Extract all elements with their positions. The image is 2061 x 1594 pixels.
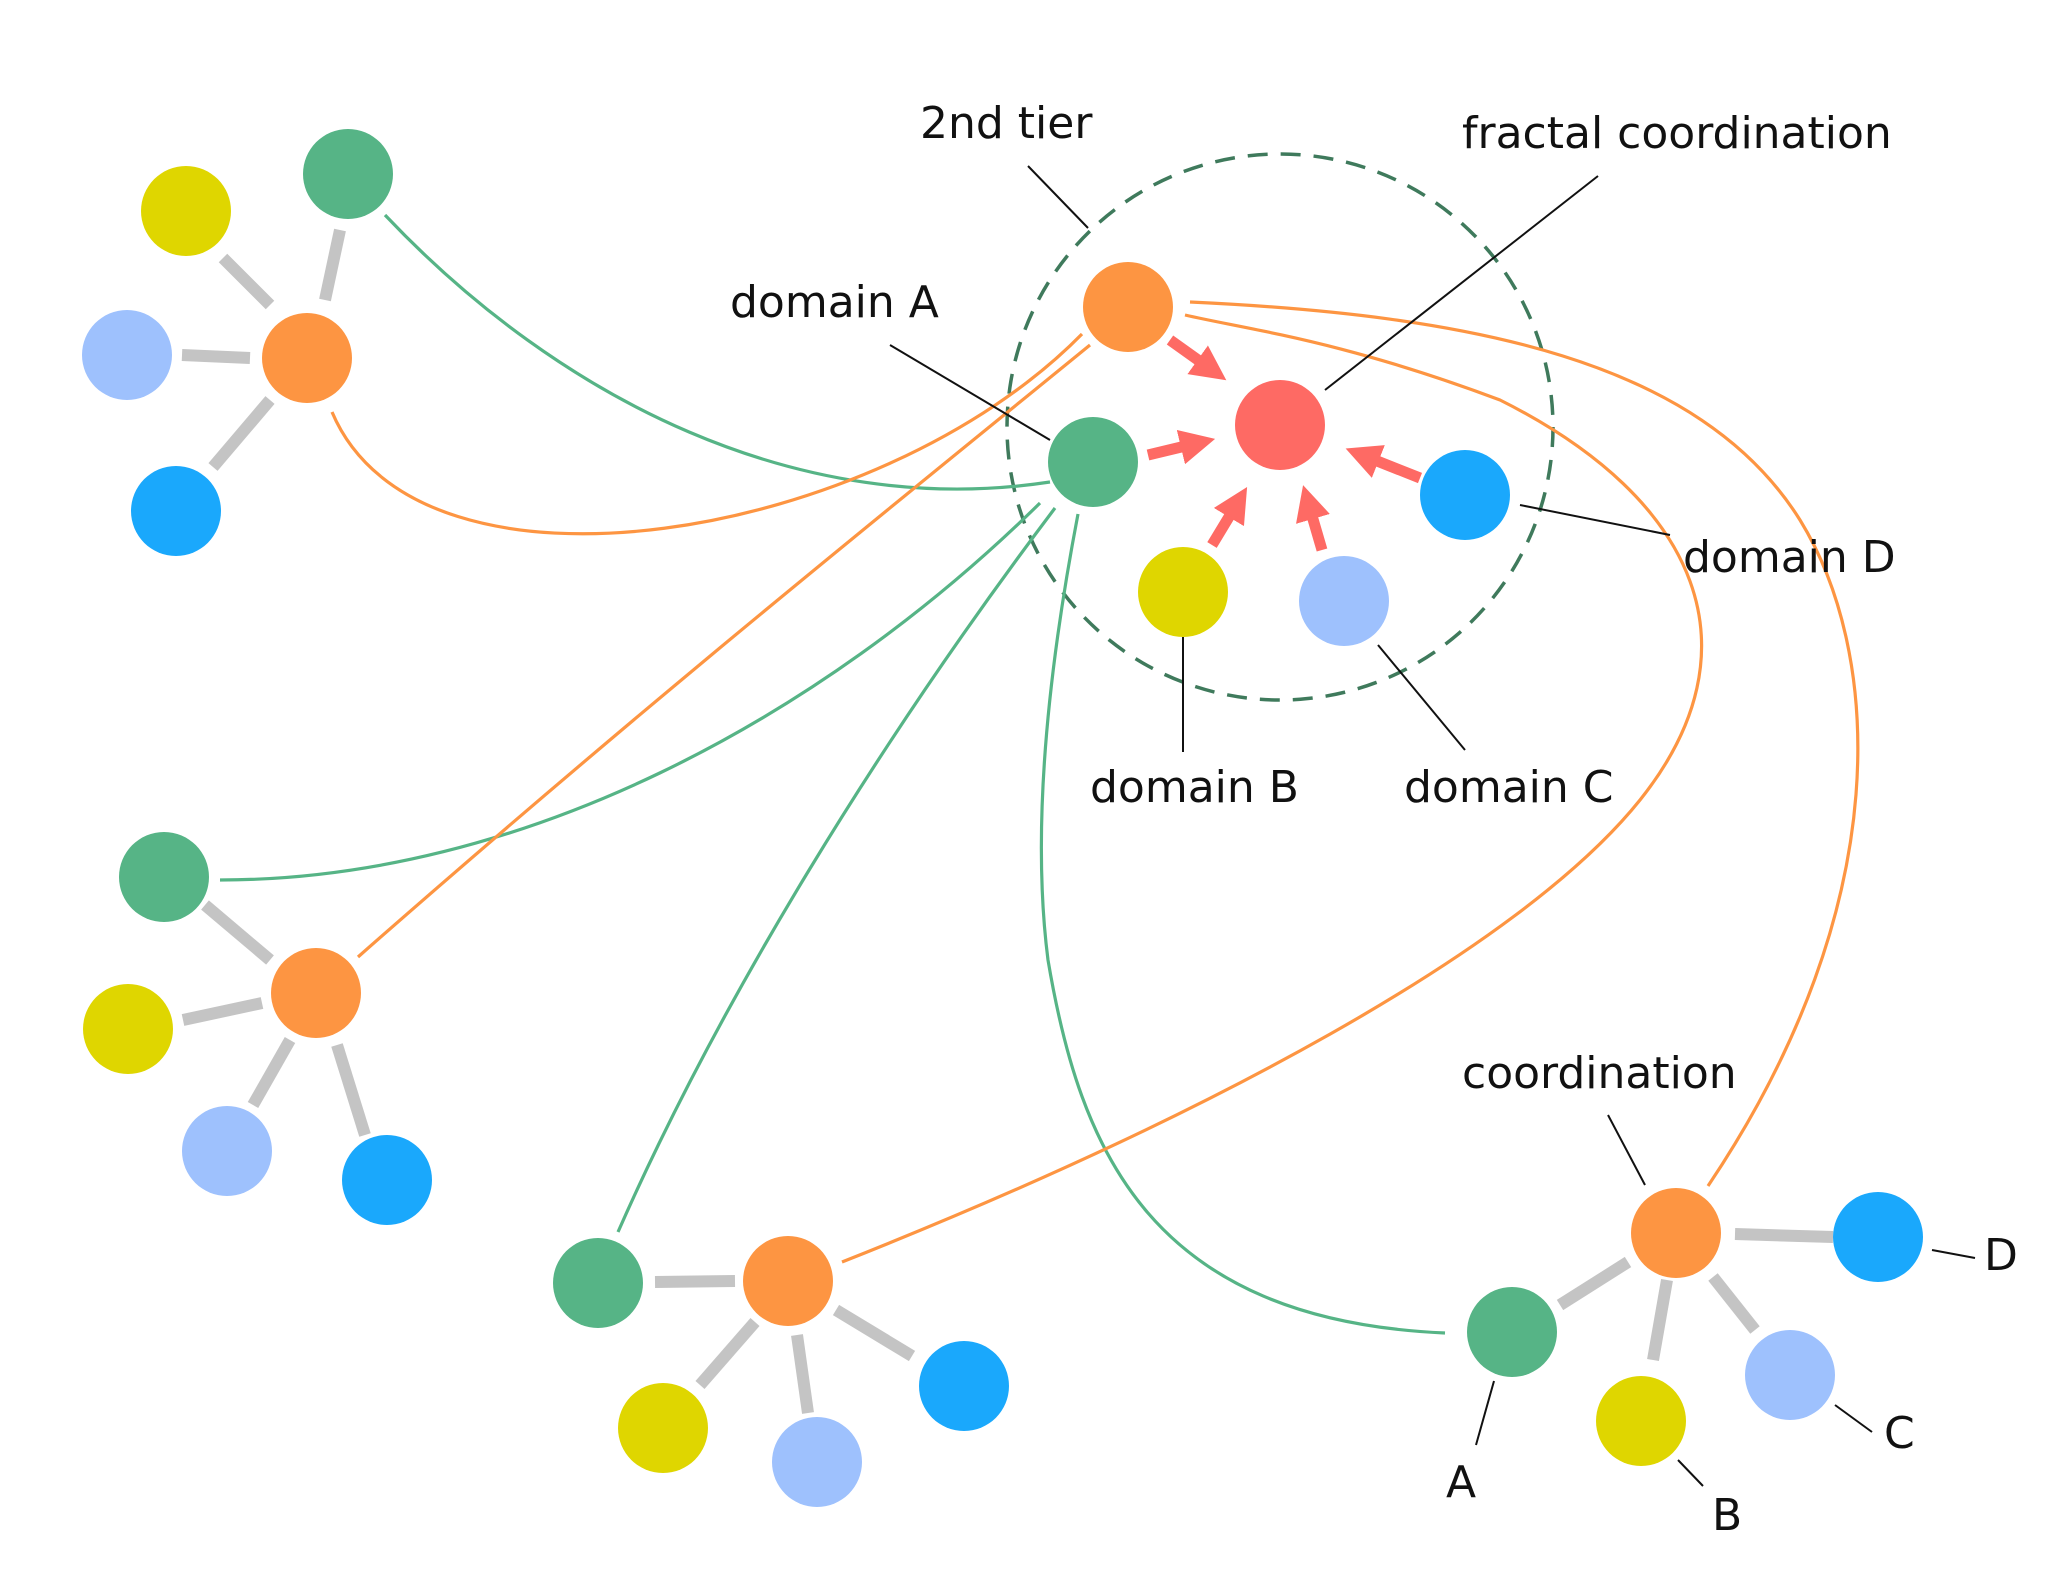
node-orange-second-tier[interactable] [1083, 262, 1173, 352]
leader-coordination [1607, 1114, 1646, 1186]
node-green[interactable] [119, 832, 209, 922]
node-orange-hub[interactable] [262, 313, 352, 403]
node-yellow[interactable] [141, 166, 231, 256]
node-light-blue[interactable] [182, 1106, 272, 1196]
node-light-blue-domain-c[interactable] [1299, 556, 1389, 646]
cluster-middle-left [83, 832, 432, 1225]
link-green-bottom-to-center [616, 507, 1057, 1233]
spoke [247, 1037, 296, 1108]
leader-domain-c [1377, 644, 1466, 751]
spoke [201, 900, 274, 965]
label-d: D [1984, 1230, 2018, 1281]
node-yellow-domain-b[interactable] [1138, 547, 1228, 637]
node-green-domain-a[interactable] [1048, 417, 1138, 507]
cluster-second-tier [1048, 262, 1510, 646]
spoke [181, 349, 251, 364]
leader-fractal-coordination [1324, 175, 1599, 391]
link-orange-topleft-to-center [330, 332, 1084, 536]
node-red-fractal-coordination[interactable] [1235, 380, 1325, 470]
spoke [1556, 1256, 1632, 1311]
node-blue[interactable] [342, 1135, 432, 1225]
labels: 2nd tier fractal coordination domain A d… [730, 98, 2018, 1541]
coordination-arrows [1146, 335, 1423, 552]
node-light-blue[interactable] [772, 1417, 862, 1507]
label-domain-c: domain C [1404, 762, 1614, 813]
arrow-from-domain-b [1207, 486, 1248, 548]
spoke [654, 1275, 736, 1288]
label-domain-d: domain D [1683, 532, 1896, 583]
leader-domain-d [1519, 504, 1671, 536]
node-blue[interactable] [919, 1341, 1009, 1431]
link-green-topleft-to-center [383, 213, 1051, 491]
spoke [218, 253, 275, 310]
arrow-from-domain-d [1345, 445, 1423, 484]
link-orange-bottomright-to-center [1189, 300, 1860, 1187]
node-blue-domain-d[interactable] [1420, 450, 1510, 540]
cluster-bottom-center [553, 1236, 1009, 1507]
node-green[interactable] [303, 129, 393, 219]
node-orange-hub[interactable] [743, 1236, 833, 1326]
spoke [1734, 1228, 1834, 1243]
spoke [695, 1318, 760, 1389]
label-coordination: coordination [1462, 1048, 1737, 1099]
spoke [331, 1043, 371, 1137]
spoke [791, 1334, 814, 1414]
inter-cluster-links [219, 213, 1860, 1335]
node-yellow[interactable] [618, 1383, 708, 1473]
link-green-midleft-to-center [219, 501, 1042, 882]
link-green-bottomright-to-center [1039, 513, 1446, 1335]
node-green[interactable] [553, 1238, 643, 1328]
label-b: B [1712, 1490, 1742, 1541]
spoke [1708, 1273, 1760, 1334]
node-orange-hub[interactable] [271, 948, 361, 1038]
leader-second-tier [1027, 165, 1089, 229]
node-orange-coordination[interactable] [1631, 1188, 1721, 1278]
node-light-blue[interactable] [82, 310, 172, 400]
cluster-top-left [82, 129, 393, 556]
node-blue-d[interactable] [1833, 1192, 1923, 1282]
leader-d [1931, 1249, 1976, 1259]
link-orange-bottom-to-center [841, 313, 1704, 1264]
label-domain-a: domain A [730, 277, 939, 328]
label-a: A [1446, 1457, 1476, 1508]
spoke [319, 228, 346, 302]
link-orange-midleft-to-center [356, 343, 1092, 959]
label-c: C [1884, 1408, 1915, 1459]
label-domain-b: domain B [1090, 762, 1299, 813]
spoke [1647, 1278, 1673, 1362]
node-green-a[interactable] [1467, 1287, 1557, 1377]
node-blue[interactable] [131, 466, 221, 556]
leader-c [1834, 1404, 1873, 1433]
leader-domain-a [889, 344, 1051, 441]
spoke [181, 997, 264, 1026]
leader-lines [889, 165, 1976, 1487]
arrow-from-domain-a [1146, 429, 1216, 465]
arrow-from-domain-c [1296, 485, 1330, 552]
spoke [832, 1304, 916, 1362]
second-tier-boundary [1005, 152, 1555, 702]
node-yellow-b[interactable] [1596, 1376, 1686, 1466]
label-fractal-coordination: fractal coordination [1462, 108, 1892, 159]
node-light-blue-c[interactable] [1745, 1330, 1835, 1420]
leader-b [1677, 1459, 1704, 1487]
label-second-tier: 2nd tier [920, 98, 1093, 149]
leader-a [1475, 1380, 1495, 1446]
cluster-bottom-right [1467, 1188, 1923, 1466]
spoke [208, 396, 275, 471]
arrow-from-orange [1166, 335, 1227, 381]
node-yellow[interactable] [83, 984, 173, 1074]
